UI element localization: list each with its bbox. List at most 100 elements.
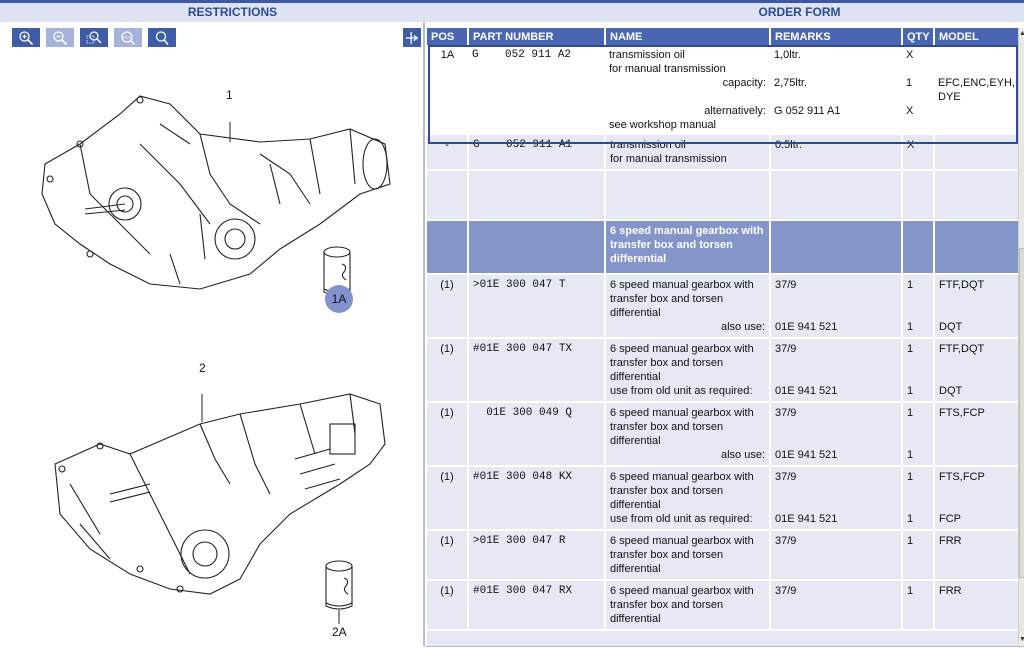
line-remarks	[774, 118, 898, 132]
order-form-pane-title: ORDER FORM	[425, 3, 1024, 22]
cell-part-number[interactable]: G 052 911 A2	[468, 45, 605, 135]
zoom-in-icon	[19, 30, 34, 45]
cell-model: FRR	[934, 530, 1018, 581]
line-remarks	[775, 370, 897, 384]
line-name: differential	[610, 307, 661, 319]
cell-part-number[interactable]: >01E 300 047 T	[468, 274, 606, 339]
column-header-remarks[interactable]: REMARKS	[770, 28, 903, 45]
line-remarks: 01E 941 521	[775, 385, 838, 397]
empty-cell	[934, 170, 1018, 221]
zoom-out-icon	[53, 30, 68, 45]
column-header-name[interactable]: NAME	[605, 28, 771, 45]
cell-part-number[interactable]: #01E 300 048 KX	[468, 466, 606, 531]
cell-remarks: 37/9	[770, 580, 903, 631]
callout-2[interactable]: 2	[199, 361, 206, 375]
line-remarks	[775, 484, 897, 498]
expand-arrow-icon	[405, 31, 419, 44]
cell-model	[934, 135, 1018, 171]
line-qty	[907, 370, 929, 384]
line-model: DYE	[938, 91, 961, 103]
line-remarks: 37/9	[775, 471, 797, 483]
line-model: EFC,ENC,EYH,	[938, 77, 1016, 89]
line-name: transfer box and torsen	[610, 293, 724, 305]
transmission-1-drawing[interactable]	[30, 84, 400, 304]
transmission-2-drawing[interactable]	[40, 384, 400, 609]
line-qty	[907, 356, 929, 370]
line-model	[939, 498, 1014, 512]
zoom-toolbar: 100%	[12, 28, 176, 47]
table-row[interactable]	[427, 170, 1018, 221]
line-name: transfer box and torsen	[610, 357, 724, 369]
empty-cell	[468, 220, 606, 275]
line-name: transmission oil	[609, 49, 685, 61]
scrollbar-thumb[interactable]	[1019, 248, 1024, 578]
line-remarks: 1,0ltr.	[774, 49, 801, 61]
zoom-100-button[interactable]: 100%	[114, 28, 142, 47]
magnifier-icon	[155, 30, 169, 45]
pane-divider[interactable]	[423, 22, 425, 646]
line-name: transfer box and torsen	[610, 485, 724, 497]
line-model: DQT	[939, 385, 963, 397]
cell-part-number[interactable]: 01E 300 049 Q	[468, 402, 606, 467]
line-remarks	[775, 152, 897, 166]
cell-model: FTS,FCP	[934, 402, 1018, 467]
line-model	[939, 306, 1014, 320]
cell-pos: (1)	[427, 274, 469, 339]
line-qty	[907, 434, 929, 448]
line-name: 6 speed manual gearbox with	[610, 407, 754, 419]
line-qty	[907, 562, 929, 576]
line-remarks	[775, 356, 897, 370]
callout-2a[interactable]: 2A	[332, 625, 347, 639]
callout-1a-highlighted[interactable]: 1A	[325, 285, 353, 313]
line-model: FRR	[939, 535, 962, 547]
table-row[interactable]: 6 speed manual gearbox with transfer box…	[427, 220, 1018, 275]
line-model	[938, 62, 1014, 76]
zoom-in-button[interactable]	[12, 28, 40, 47]
column-header-qty[interactable]: QTY	[902, 28, 935, 45]
line-qty: X	[906, 105, 914, 117]
column-header-pos[interactable]: POS	[427, 28, 469, 45]
line-qty: X	[906, 49, 914, 61]
line-qty	[907, 612, 929, 626]
column-header-part-number[interactable]: PART NUMBER	[468, 28, 606, 45]
cell-pos: (1)	[427, 338, 469, 403]
zoom-fit-button[interactable]	[148, 28, 176, 47]
cell-pos: (1)	[427, 466, 469, 531]
line-remarks	[775, 434, 897, 448]
line-name: for manual transmission	[609, 63, 726, 75]
line-qty: 1	[907, 343, 914, 355]
line-remarks	[775, 420, 897, 434]
line-model	[938, 48, 1014, 62]
callout-1[interactable]: 1	[226, 88, 233, 102]
zoom-area-button[interactable]	[80, 28, 108, 47]
column-header-model[interactable]: MODEL	[934, 28, 1018, 45]
section-title: 6 speed manual gearbox with transfer box…	[605, 220, 771, 275]
scroll-up-arrow-icon[interactable]: ▲	[1019, 28, 1024, 40]
line-name: differential	[610, 499, 661, 511]
order-form-table: POS PART NUMBER NAME REMARKS QTY MODEL 1…	[427, 28, 1018, 631]
cell-part-number[interactable]: #01E 300 047 TX	[468, 338, 606, 403]
scroll-down-arrow-icon[interactable]: ▼	[1019, 634, 1024, 646]
expand-pane-button[interactable]	[403, 28, 421, 47]
table-scrollbar[interactable]: ▲ ▼	[1018, 28, 1024, 646]
oil-bottle-2a-drawing[interactable]	[322, 558, 358, 624]
cell-part-number[interactable]: >01E 300 047 R	[468, 530, 606, 581]
line-remarks	[775, 612, 897, 626]
zoom-out-button[interactable]	[46, 28, 74, 47]
cell-part-number[interactable]: #01E 300 047 RX	[468, 580, 606, 631]
cell-part-number[interactable]: G 052 911 A1	[468, 135, 606, 171]
cell-remarks: 1,0ltr.2,75ltr.G 052 911 A1	[770, 45, 902, 135]
cell-remarks: 37/9	[770, 530, 903, 581]
